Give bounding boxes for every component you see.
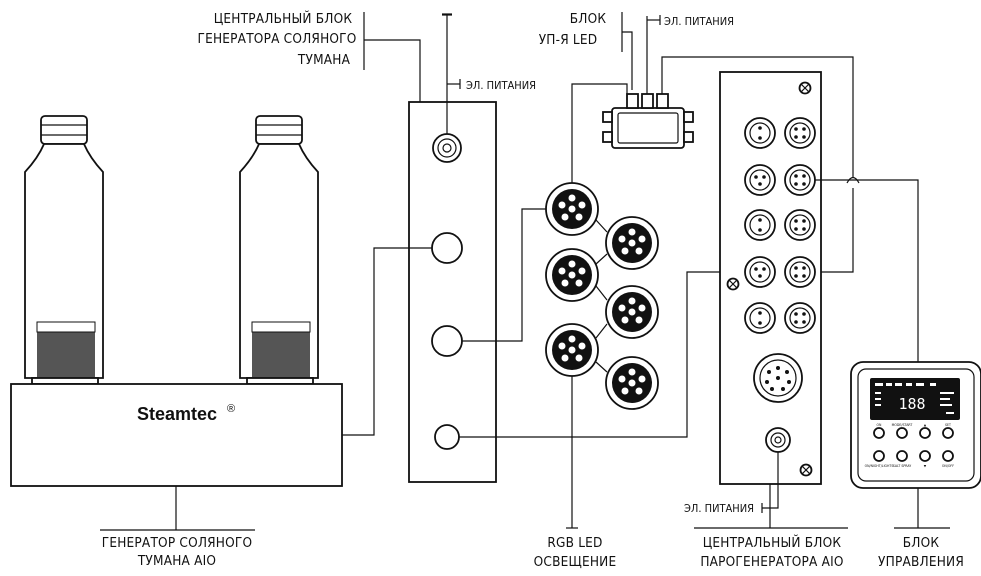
power-label-steam: ЭЛ. ПИТАНИЯ: [684, 502, 754, 515]
screw-3: [799, 463, 813, 477]
rgb-led-label-2: ОСВЕЩЕНИЕ: [534, 554, 617, 570]
control-block-label-1: БЛОК: [903, 535, 940, 551]
rgb-light-6: [605, 356, 659, 410]
control-keys-row-1: ON MODE/START ▲ SET: [873, 423, 954, 439]
salt-generator-label-1: ГЕНЕРАТОР СОЛЯНОГО: [102, 535, 253, 551]
salt-generator-label-2: ТУМАНА AIO: [137, 553, 216, 569]
key-label-mode: MODE/START: [892, 423, 913, 427]
key-label-onoff: ON/OFF: [942, 464, 954, 468]
steam-central-label-2: ПАРОГЕНЕРАТОРА AIO: [700, 554, 843, 570]
power-label-top: ЭЛ. ПИТАНИЯ: [664, 15, 734, 28]
key-label-salt: SALT SPRAY: [893, 464, 912, 468]
screw-2: [726, 277, 740, 291]
rgb-led-lights: [545, 182, 659, 410]
rgb-light-5: [545, 323, 599, 377]
screw-1: [798, 81, 812, 95]
key-set[interactable]: [942, 427, 954, 439]
salt-port-3: [434, 424, 460, 450]
salt-central-label-1: ЦЕНТРАЛЬНЫЙ БЛОК: [214, 9, 353, 27]
led-control-label-1: БЛОК: [570, 11, 607, 27]
salt-port-2: [431, 325, 463, 357]
key-salt-spray[interactable]: [896, 450, 908, 462]
salt-bottle-left: [24, 115, 104, 385]
rgb-led-label-1: RGB LED: [547, 535, 602, 551]
key-mode-start[interactable]: [896, 427, 908, 439]
salt-generator-base: [10, 383, 343, 487]
control-keys-row-2: ON/NIGHT/LIGHTS SALT SPRAY ▼ ON/OFF: [865, 450, 954, 468]
display-digits: 188: [898, 395, 925, 413]
steam-power-socket: [765, 427, 791, 453]
salt-bottle-right: [239, 115, 319, 385]
control-panel: 188 ON MODE/START ▲ SET ON/NIGHT/LIGHTS …: [850, 361, 981, 489]
key-label-on: ON: [877, 423, 883, 427]
salt-central-block: [408, 101, 497, 483]
key-on[interactable]: [873, 427, 885, 439]
key-down[interactable]: [919, 450, 931, 462]
registered-mark: ®: [227, 403, 235, 415]
key-up[interactable]: [919, 427, 931, 439]
steam-connectors: [744, 117, 816, 453]
control-display: [870, 378, 960, 420]
key-label-up: ▲: [924, 423, 927, 427]
led-control-label-2: УП-Я LED: [539, 32, 598, 48]
rgb-light-2: [605, 216, 659, 270]
led-control-block: [602, 93, 694, 149]
rgb-light-1: [545, 182, 599, 236]
key-lights[interactable]: [873, 450, 885, 462]
rgb-light-3: [545, 248, 599, 302]
key-on-off[interactable]: [942, 450, 954, 462]
key-label-lights: ON/NIGHT/LIGHTS: [865, 464, 894, 468]
key-label-set: SET: [945, 423, 951, 427]
steam-main-connector: [753, 353, 803, 403]
brand-name: Steamtec: [137, 404, 217, 424]
steam-central-label-1: ЦЕНТРАЛЬНЫЙ БЛОК: [703, 533, 842, 551]
rgb-light-4: [605, 285, 659, 339]
salt-fog-generator: Steamtec ®: [10, 115, 343, 487]
power-label-salt: ЭЛ. ПИТАНИЯ: [466, 79, 536, 92]
salt-central-label-3: ТУМАНА: [297, 52, 351, 68]
salt-central-label-2: ГЕНЕРАТОРА СОЛЯНОГО: [197, 31, 356, 47]
salt-port-1: [431, 232, 463, 264]
key-label-down: ▼: [924, 464, 927, 468]
control-block-label-2: УПРАВЛЕНИЯ: [878, 554, 964, 570]
